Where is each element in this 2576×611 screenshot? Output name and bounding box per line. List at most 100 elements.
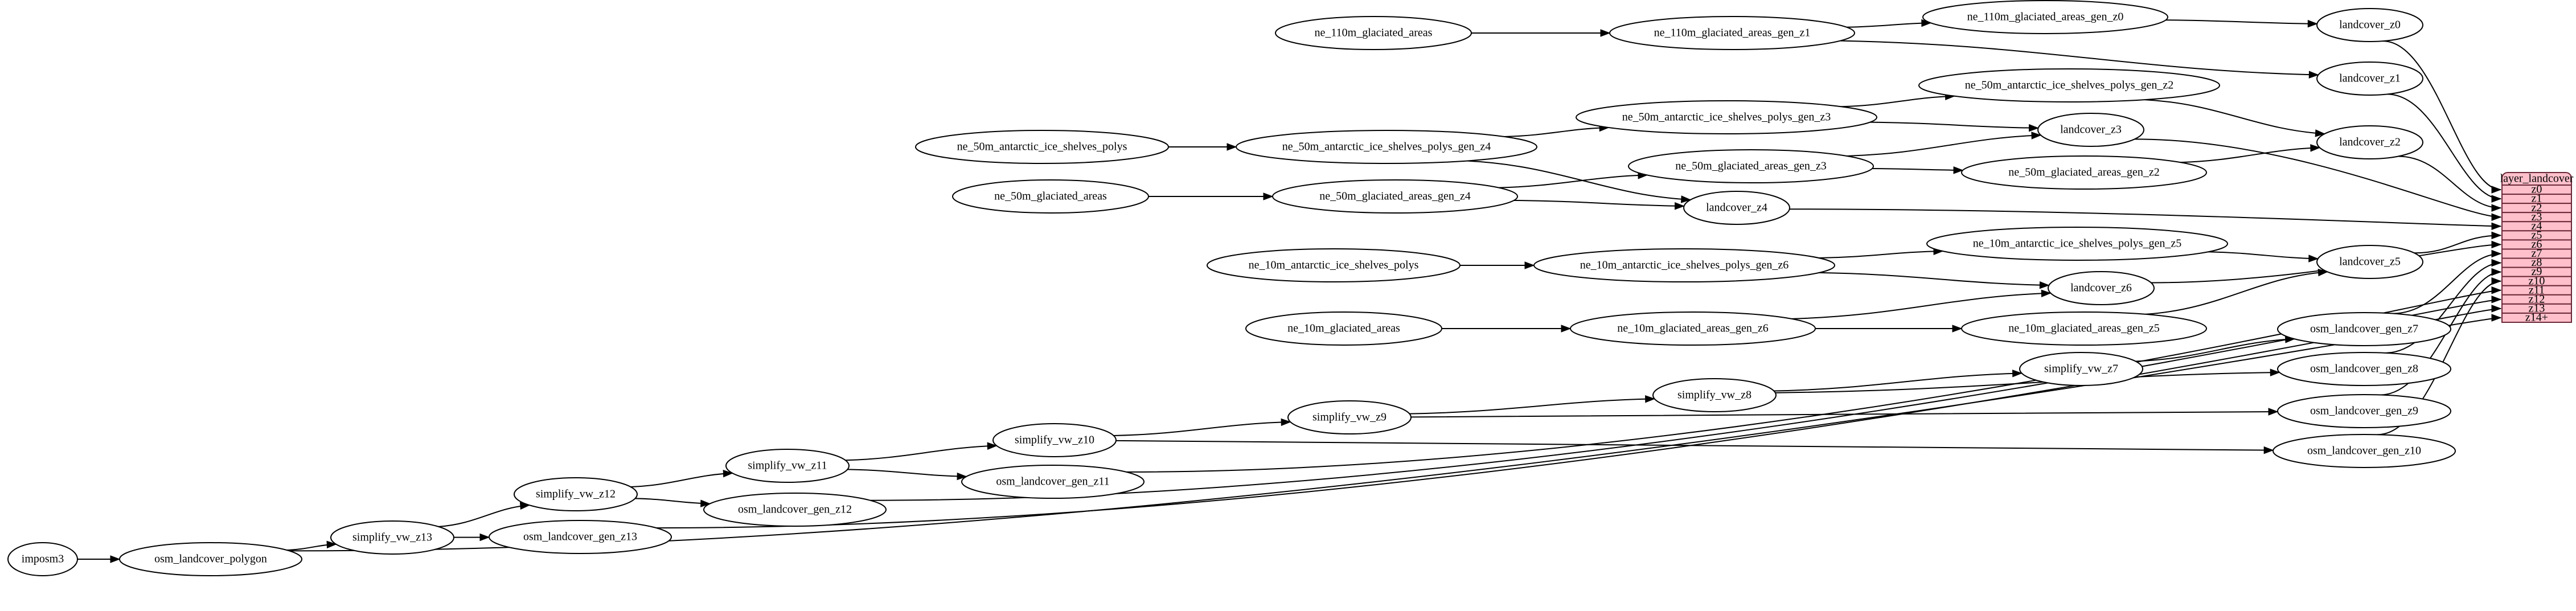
table-row-z1[interactable] [2501,194,2572,204]
edge-arrowhead [2491,213,2502,221]
table-node-layer-landcover[interactable]: layer_landcoverz0z1z2z3z4z5z6z7z8z9z10z1… [2500,172,2574,324]
graph-node-ne_50m_antarctic_ice_shelves_polys_gen_z4[interactable]: ne_50m_antarctic_ice_shelves_polys_gen_z… [1236,130,1537,164]
graph-edge-simplify_vw_z7--osm_landcover_gen_z7 [2135,338,2295,362]
graph-node-simplify_vw_z12[interactable]: simplify_vw_z12 [514,477,638,511]
graph-node-osm_landcover_gen_z9[interactable]: osm_landcover_gen_z9 [2277,394,2451,428]
graph-edge-osm_landcover_gen_z12--layer_landcover-z12 [870,298,2501,501]
graph-node-ne_50m_antarctic_ice_shelves_polys_gen_z3[interactable]: ne_50m_antarctic_ice_shelves_polys_gen_z… [1576,100,1877,134]
graph-node-ne_50m_glaciated_areas_gen_z2[interactable]: ne_50m_glaciated_areas_gen_z2 [1961,155,2207,190]
edge-arrowhead [2315,129,2325,137]
edge-arrowhead [723,469,733,478]
graph-edge-simplify_vw_z8--simplify_vw_z7 [1774,372,2022,392]
node-shape [2316,245,2423,279]
graph-node-landcover_z2[interactable]: landcover_z2 [2316,125,2423,159]
graph-node-osm_landcover_gen_z12[interactable]: osm_landcover_gen_z12 [703,493,887,527]
graph-edge-simplify_vw_z11--simplify_vw_z10 [845,445,997,461]
graph-node-landcover_z1[interactable]: landcover_z1 [2316,61,2423,96]
table-row-z12[interactable] [2501,294,2572,305]
graph-node-ne_110m_glaciated_areas_gen_z0[interactable]: ne_110m_glaciated_areas_gen_z0 [1922,0,2168,34]
graph-node-landcover_z5[interactable]: landcover_z5 [2316,245,2423,279]
node-shape [1570,311,1816,346]
graph-node-osm_landcover_polygon[interactable]: osm_landcover_polygon [119,542,302,576]
graph-node-landcover_z4[interactable]: landcover_z4 [1683,191,1790,225]
graph-node-imposm3[interactable]: imposm3 [7,542,78,576]
node-shape [2277,394,2451,428]
graph-node-osm_landcover_gen_z8[interactable]: osm_landcover_gen_z8 [2277,352,2451,386]
graph-edge-simplify_vw_z12--osm_landcover_gen_z12 [635,498,710,505]
graph-node-landcover_z0[interactable]: landcover_z0 [2316,8,2423,42]
graph-node-ne_10m_antarctic_ice_shelves_polys_gen_z5[interactable]: ne_10m_antarctic_ice_shelves_polys_gen_z… [1926,227,2228,261]
edge-arrowhead [2039,281,2050,289]
graph-node-ne_10m_antarctic_ice_shelves_polys[interactable]: ne_10m_antarctic_ice_shelves_polys [1207,248,1461,282]
table-row-z10[interactable] [2501,276,2572,286]
edge-arrowhead [2491,314,2502,322]
graph-node-simplify_vw_z13[interactable]: simplify_vw_z13 [330,520,454,555]
graph-node-simplify_vw_z7[interactable]: simplify_vw_z7 [2019,352,2143,386]
edge-arrowhead [2491,277,2502,285]
edge-arrowhead [2270,368,2280,376]
graph-node-simplify_vw_z9[interactable]: simplify_vw_z9 [1287,400,1412,434]
table-row-z11[interactable] [2501,285,2572,296]
graph-edge-ne_50m_antarctic_ice_shelves_polys_gen_z2--landcover_z2 [2144,99,2325,134]
node-shape [1272,179,1518,214]
graph-node-simplify_vw_z8[interactable]: simplify_vw_z8 [1652,378,1777,412]
graph-node-ne_50m_glaciated_areas_gen_z3[interactable]: ne_50m_glaciated_areas_gen_z3 [1628,149,1874,183]
edge-arrowhead [2491,268,2502,276]
graph-node-ne_10m_antarctic_ice_shelves_polys_gen_z6[interactable]: ne_10m_antarctic_ice_shelves_polys_gen_z… [1533,248,1835,282]
graph-node-simplify_vw_z10[interactable]: simplify_vw_z10 [992,423,1117,457]
graph-edge-osm_landcover_gen_z11--layer_landcover-z11 [1126,289,2501,473]
graph-edge-simplify_vw_z10--simplify_vw_z9 [1113,421,1291,436]
edge-arrowhead [2491,222,2502,231]
graph-node-ne_10m_glaciated_areas[interactable]: ne_10m_glaciated_areas [1245,311,1442,346]
graph-node-osm_landcover_gen_z7[interactable]: osm_landcover_gen_z7 [2277,312,2451,346]
graph-edge-ne_50m_glaciated_areas_gen_z4--landcover_z4 [1513,199,1684,207]
graph-node-ne_50m_antarctic_ice_shelves_polys_gen_z2[interactable]: ne_50m_antarctic_ice_shelves_polys_gen_z… [1918,68,2220,102]
edge-arrowhead [1953,166,1964,174]
table-row-z3[interactable] [2501,212,2572,223]
table-row-z0[interactable] [2501,184,2572,195]
graph-node-ne_50m_antarctic_ice_shelves_polys[interactable]: ne_50m_antarctic_ice_shelves_polys [915,130,1169,164]
table-row-z13[interactable] [2501,303,2572,314]
node-shape [330,520,454,555]
edge-arrowhead [2012,370,2023,378]
node-shape [119,542,302,576]
node-shape [1236,130,1537,164]
graph-node-ne_50m_glaciated_areas_gen_z4[interactable]: ne_50m_glaciated_areas_gen_z4 [1272,179,1518,214]
graph-node-ne_110m_glaciated_areas_gen_z1[interactable]: ne_110m_glaciated_areas_gen_z1 [1609,16,1855,50]
graph-node-osm_landcover_gen_z13[interactable]: osm_landcover_gen_z13 [489,520,672,554]
table-row-z4[interactable] [2501,221,2572,232]
graph-node-landcover_z3[interactable]: landcover_z3 [2037,113,2144,147]
node-shape [703,493,887,527]
graph-node-osm_landcover_gen_z10[interactable]: osm_landcover_gen_z10 [2273,434,2456,468]
table-row-z14+[interactable] [2501,312,2572,323]
graph-node-simplify_vw_z11[interactable]: simplify_vw_z11 [725,449,850,483]
table-row-z5[interactable] [2501,230,2572,241]
graph-edge-simplify_vw_z11--osm_landcover_gen_z11 [847,469,967,477]
node-shape [1609,16,1855,50]
table-row-z7[interactable] [2501,248,2572,259]
node-shape [1961,155,2207,190]
graph-node-ne_50m_glaciated_areas[interactable]: ne_50m_glaciated_areas [952,179,1149,214]
table-row-z8[interactable] [2501,257,2572,268]
edge-arrowhead [2307,19,2318,28]
node-shape [2316,125,2423,159]
nodes-layer: ne_110m_glaciated_areas ne_110m_glaciated… [7,0,2456,576]
node-shape [2019,352,2143,386]
graph-node-landcover_z6[interactable]: landcover_z6 [2048,271,2155,305]
edge-arrowhead [700,499,711,507]
graph-edge-simplify_vw_z8--osm_landcover_gen_z8 [1775,371,2280,393]
graph-edge-osm_landcover_gen_z13--layer_landcover-z13 [656,307,2501,529]
edge-arrowhead [2491,195,2502,203]
graph-edge-landcover_z2--layer_landcover-z2 [2398,155,2501,209]
graph-node-ne_110m_glaciated_areas[interactable]: ne_110m_glaciated_areas [1275,16,1472,50]
graph-node-ne_10m_glaciated_areas_gen_z5[interactable]: ne_10m_glaciated_areas_gen_z5 [1961,311,2207,346]
table-row-z9[interactable] [2501,266,2572,277]
graph-node-ne_10m_glaciated_areas_gen_z6[interactable]: ne_10m_glaciated_areas_gen_z6 [1570,311,1816,346]
graph-node-osm_landcover_gen_z11[interactable]: osm_landcover_gen_z11 [961,465,1145,499]
graph-edge-ne_50m_glaciated_areas_gen_z4--ne_50m_glaciated_areas_gen_z3 [1498,174,1648,188]
edge-arrowhead [1600,29,1611,37]
table-row-z2[interactable] [2501,203,2572,214]
edge-arrowhead [957,472,967,481]
table-row-z6[interactable] [2501,239,2572,250]
